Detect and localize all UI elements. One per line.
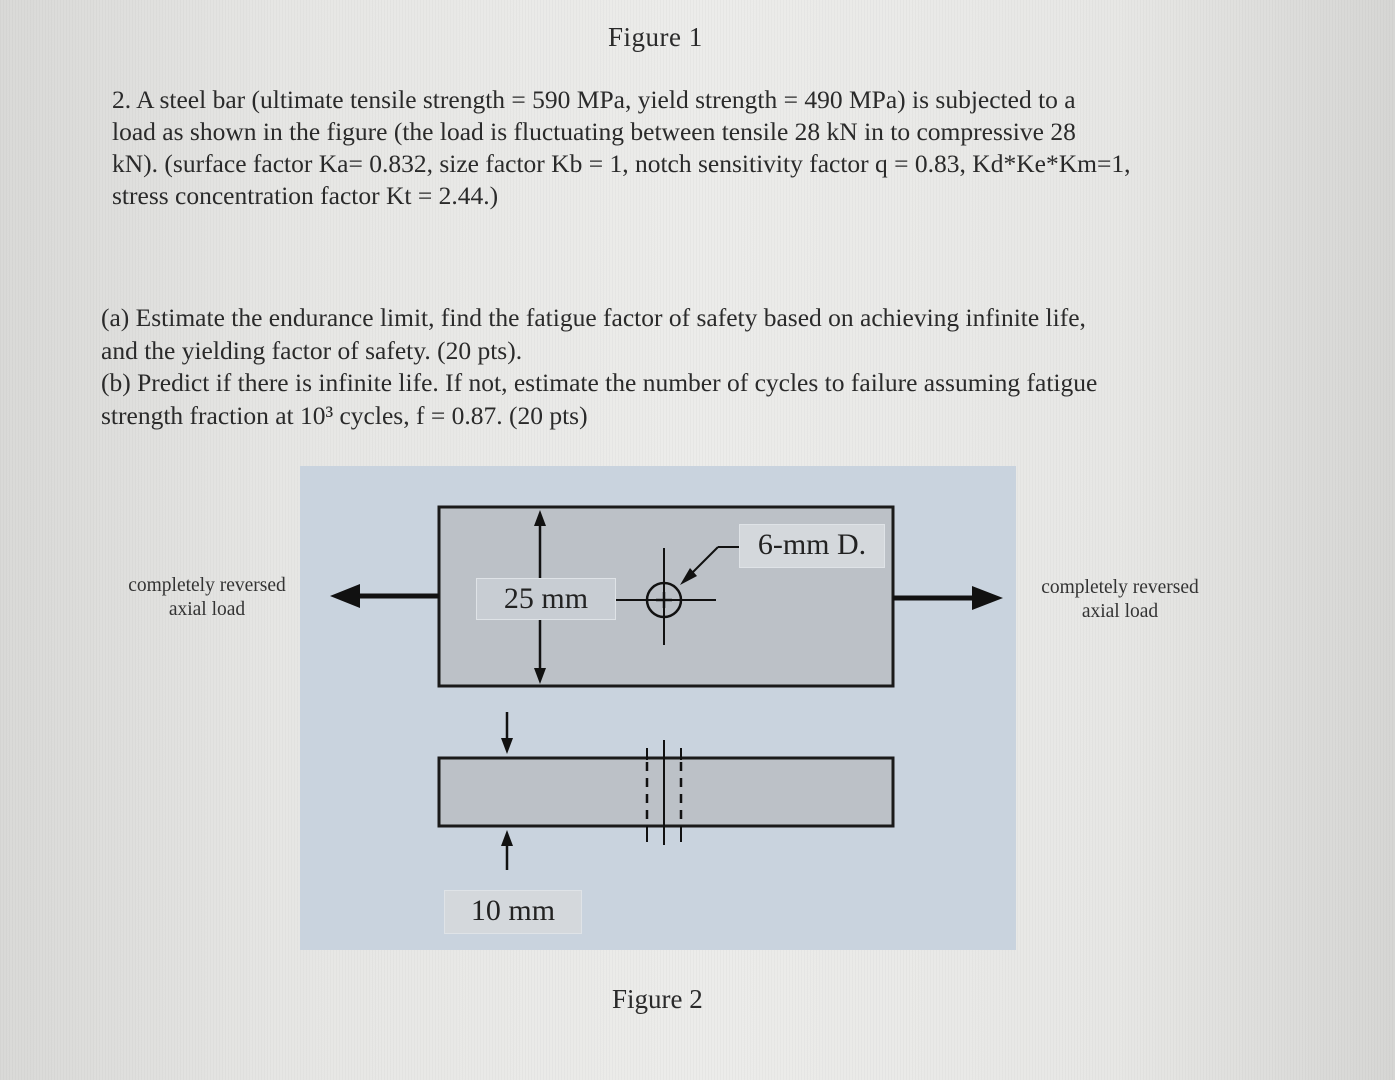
width-dimension-text: 25 mm: [503, 582, 589, 615]
hole-side-view: [645, 740, 683, 845]
right-load-label-line-1: completely reversed: [1041, 577, 1199, 598]
bar-diagram: [330, 505, 1003, 870]
problem-line-3: kN). (surface factor Ka= 0.832, size fac…: [112, 149, 1131, 178]
right-load-arrow: [893, 586, 1003, 610]
bar-side-view: [437, 756, 895, 828]
problem-parts: (a) Estimate the endurance limit, find t…: [101, 302, 1219, 432]
hole-leader: [680, 546, 740, 585]
part-a-line-1: (a) Estimate the endurance limit, find t…: [101, 303, 1086, 332]
hole-dimension-label: 6-mm D.: [739, 524, 885, 568]
width-dimension-arrows: [534, 510, 546, 684]
thickness-dimension-arrows: [501, 712, 513, 870]
left-load-arrow: [330, 584, 439, 608]
right-load-label: completely reversed axial load: [1030, 576, 1210, 624]
width-dimension-label: 25 mm: [476, 578, 616, 620]
hole-dimension-text: 6-mm D.: [757, 528, 867, 561]
problem-statement: 2. A steel bar (ultimate tensile strengt…: [112, 84, 1202, 212]
figure-1-caption: Figure 1: [608, 22, 703, 52]
right-load-label-line-2: axial load: [1081, 601, 1159, 622]
part-a-line-2: and the yielding factor of safety. (20 p…: [101, 335, 523, 365]
left-load-label: completely reversed axial load: [116, 574, 298, 622]
hole-symbol: [614, 548, 716, 645]
problem-line-2: load as shown in the figure (the load is…: [112, 117, 1076, 146]
left-load-label-line-1: completely reversed: [128, 575, 286, 596]
problem-line-4: stress concentration factor Kt = 2.44.): [112, 181, 499, 210]
problem-line-1: 2. A steel bar (ultimate tensile strengt…: [112, 85, 1076, 114]
thickness-dimension-text: 10 mm: [470, 894, 556, 927]
part-b-line-2: strength fraction at 10³ cycles, f = 0.8…: [101, 400, 588, 430]
left-load-label-line-2: axial load: [168, 599, 246, 620]
part-b-line-1: (b) Predict if there is infinite life. I…: [101, 368, 1098, 397]
figure-2-caption: Figure 2: [612, 984, 703, 1014]
thickness-dimension-label: 10 mm: [444, 890, 582, 934]
